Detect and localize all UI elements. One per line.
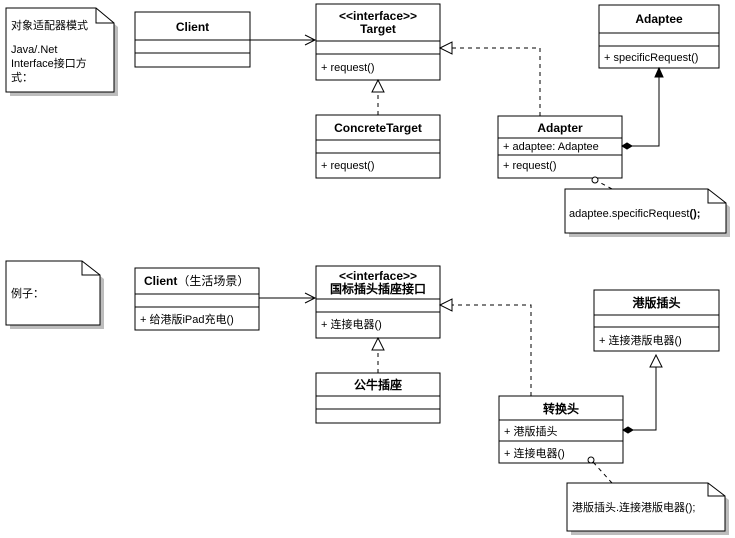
pattern-note-line: Java/.Net — [11, 44, 57, 56]
bull-socket-name: 公牛插座 — [354, 377, 402, 392]
pattern-note-line: 式： — [11, 71, 33, 84]
adapter-class: Adapter + adaptee: Adaptee + request() — [497, 115, 623, 179]
adaptee-class: Adaptee + specificRequest() — [598, 4, 720, 69]
client-scenario-name-suffix: （生活场景） — [177, 274, 249, 288]
example-note-text: 例子： — [11, 286, 44, 300]
hk-plug-method: + 连接港版电器() — [599, 333, 682, 347]
socket-interface-method: + 连接电器() — [321, 318, 382, 331]
converter-plug-composition — [622, 353, 663, 434]
code-note-text: adaptee.specificRequest(); — [569, 208, 700, 220]
target-method: + request() — [321, 62, 375, 74]
adapter-adaptee-composition — [621, 66, 664, 150]
adapter-attribute: + adaptee: Adaptee — [503, 141, 599, 153]
socket-interface-stereotype: <<interface>> — [339, 269, 417, 283]
concrete-target-name: ConcreteTarget — [334, 121, 422, 135]
hk-plug-name: 港版插头 — [632, 295, 680, 310]
hk-plug-class: 港版插头 + 连接港版电器() — [593, 289, 720, 352]
concrete-target-class: ConcreteTarget + request() — [315, 114, 441, 179]
client-class-name: Client — [176, 20, 209, 34]
client-scenario-name: Client（生活场景） — [144, 274, 249, 288]
adapter-realization — [438, 41, 541, 116]
socket-interface-name: 国标插头插座接口 — [330, 281, 426, 296]
bull-socket-realization — [371, 336, 385, 373]
example-code-note-anchor — [587, 456, 613, 484]
converter-class: 转换头 + 港版插头 + 连接电器() — [498, 395, 624, 464]
converter-realization — [438, 298, 532, 396]
client-to-target-association — [250, 34, 317, 46]
adaptee-name: Adaptee — [635, 12, 683, 26]
code-note: adaptee.specificRequest(); — [564, 188, 730, 237]
converter-method: + 连接电器() — [504, 447, 565, 460]
example-code-note-text: 港版插头.连接港版电器(); — [572, 500, 695, 514]
target-interface: <<interface>> Target + request() — [315, 3, 441, 81]
concrete-target-method: + request() — [321, 160, 375, 172]
adaptee-method: + specificRequest() — [604, 52, 698, 64]
client-scenario-class: Client（生活场景） + 给港版iPad充电() — [134, 267, 260, 331]
converter-name: 转换头 — [543, 401, 579, 416]
pattern-note: 对象适配器模式 Java/.Net Interface接口方 式： — [5, 7, 118, 96]
example-code-note: 港版插头.连接港版电器(); — [566, 482, 729, 535]
bull-socket-class: 公牛插座 — [315, 372, 441, 424]
target-name: Target — [360, 22, 396, 36]
socket-interface: <<interface>> 国标插头插座接口 + 连接电器() — [315, 265, 441, 339]
adapter-name: Adapter — [537, 121, 583, 135]
pattern-note-title: 对象适配器模式 — [11, 18, 88, 32]
scenario-client-association — [259, 292, 317, 304]
client-scenario-name-main: Client — [144, 274, 177, 288]
code-note-call: adaptee.specificRequest — [569, 208, 689, 220]
example-note: 例子： — [5, 260, 104, 329]
target-stereotype: <<interface>> — [339, 9, 417, 23]
converter-attribute: + 港版插头 — [504, 424, 557, 438]
client-class: Client — [134, 11, 251, 68]
code-note-anchor — [591, 176, 613, 190]
concrete-target-realization — [371, 78, 385, 115]
adapter-method: + request() — [503, 160, 557, 172]
pattern-note-line: Interface接口方 — [11, 56, 87, 70]
code-note-suffix: (); — [689, 208, 700, 220]
client-scenario-method: + 给港版iPad充电() — [140, 312, 234, 326]
